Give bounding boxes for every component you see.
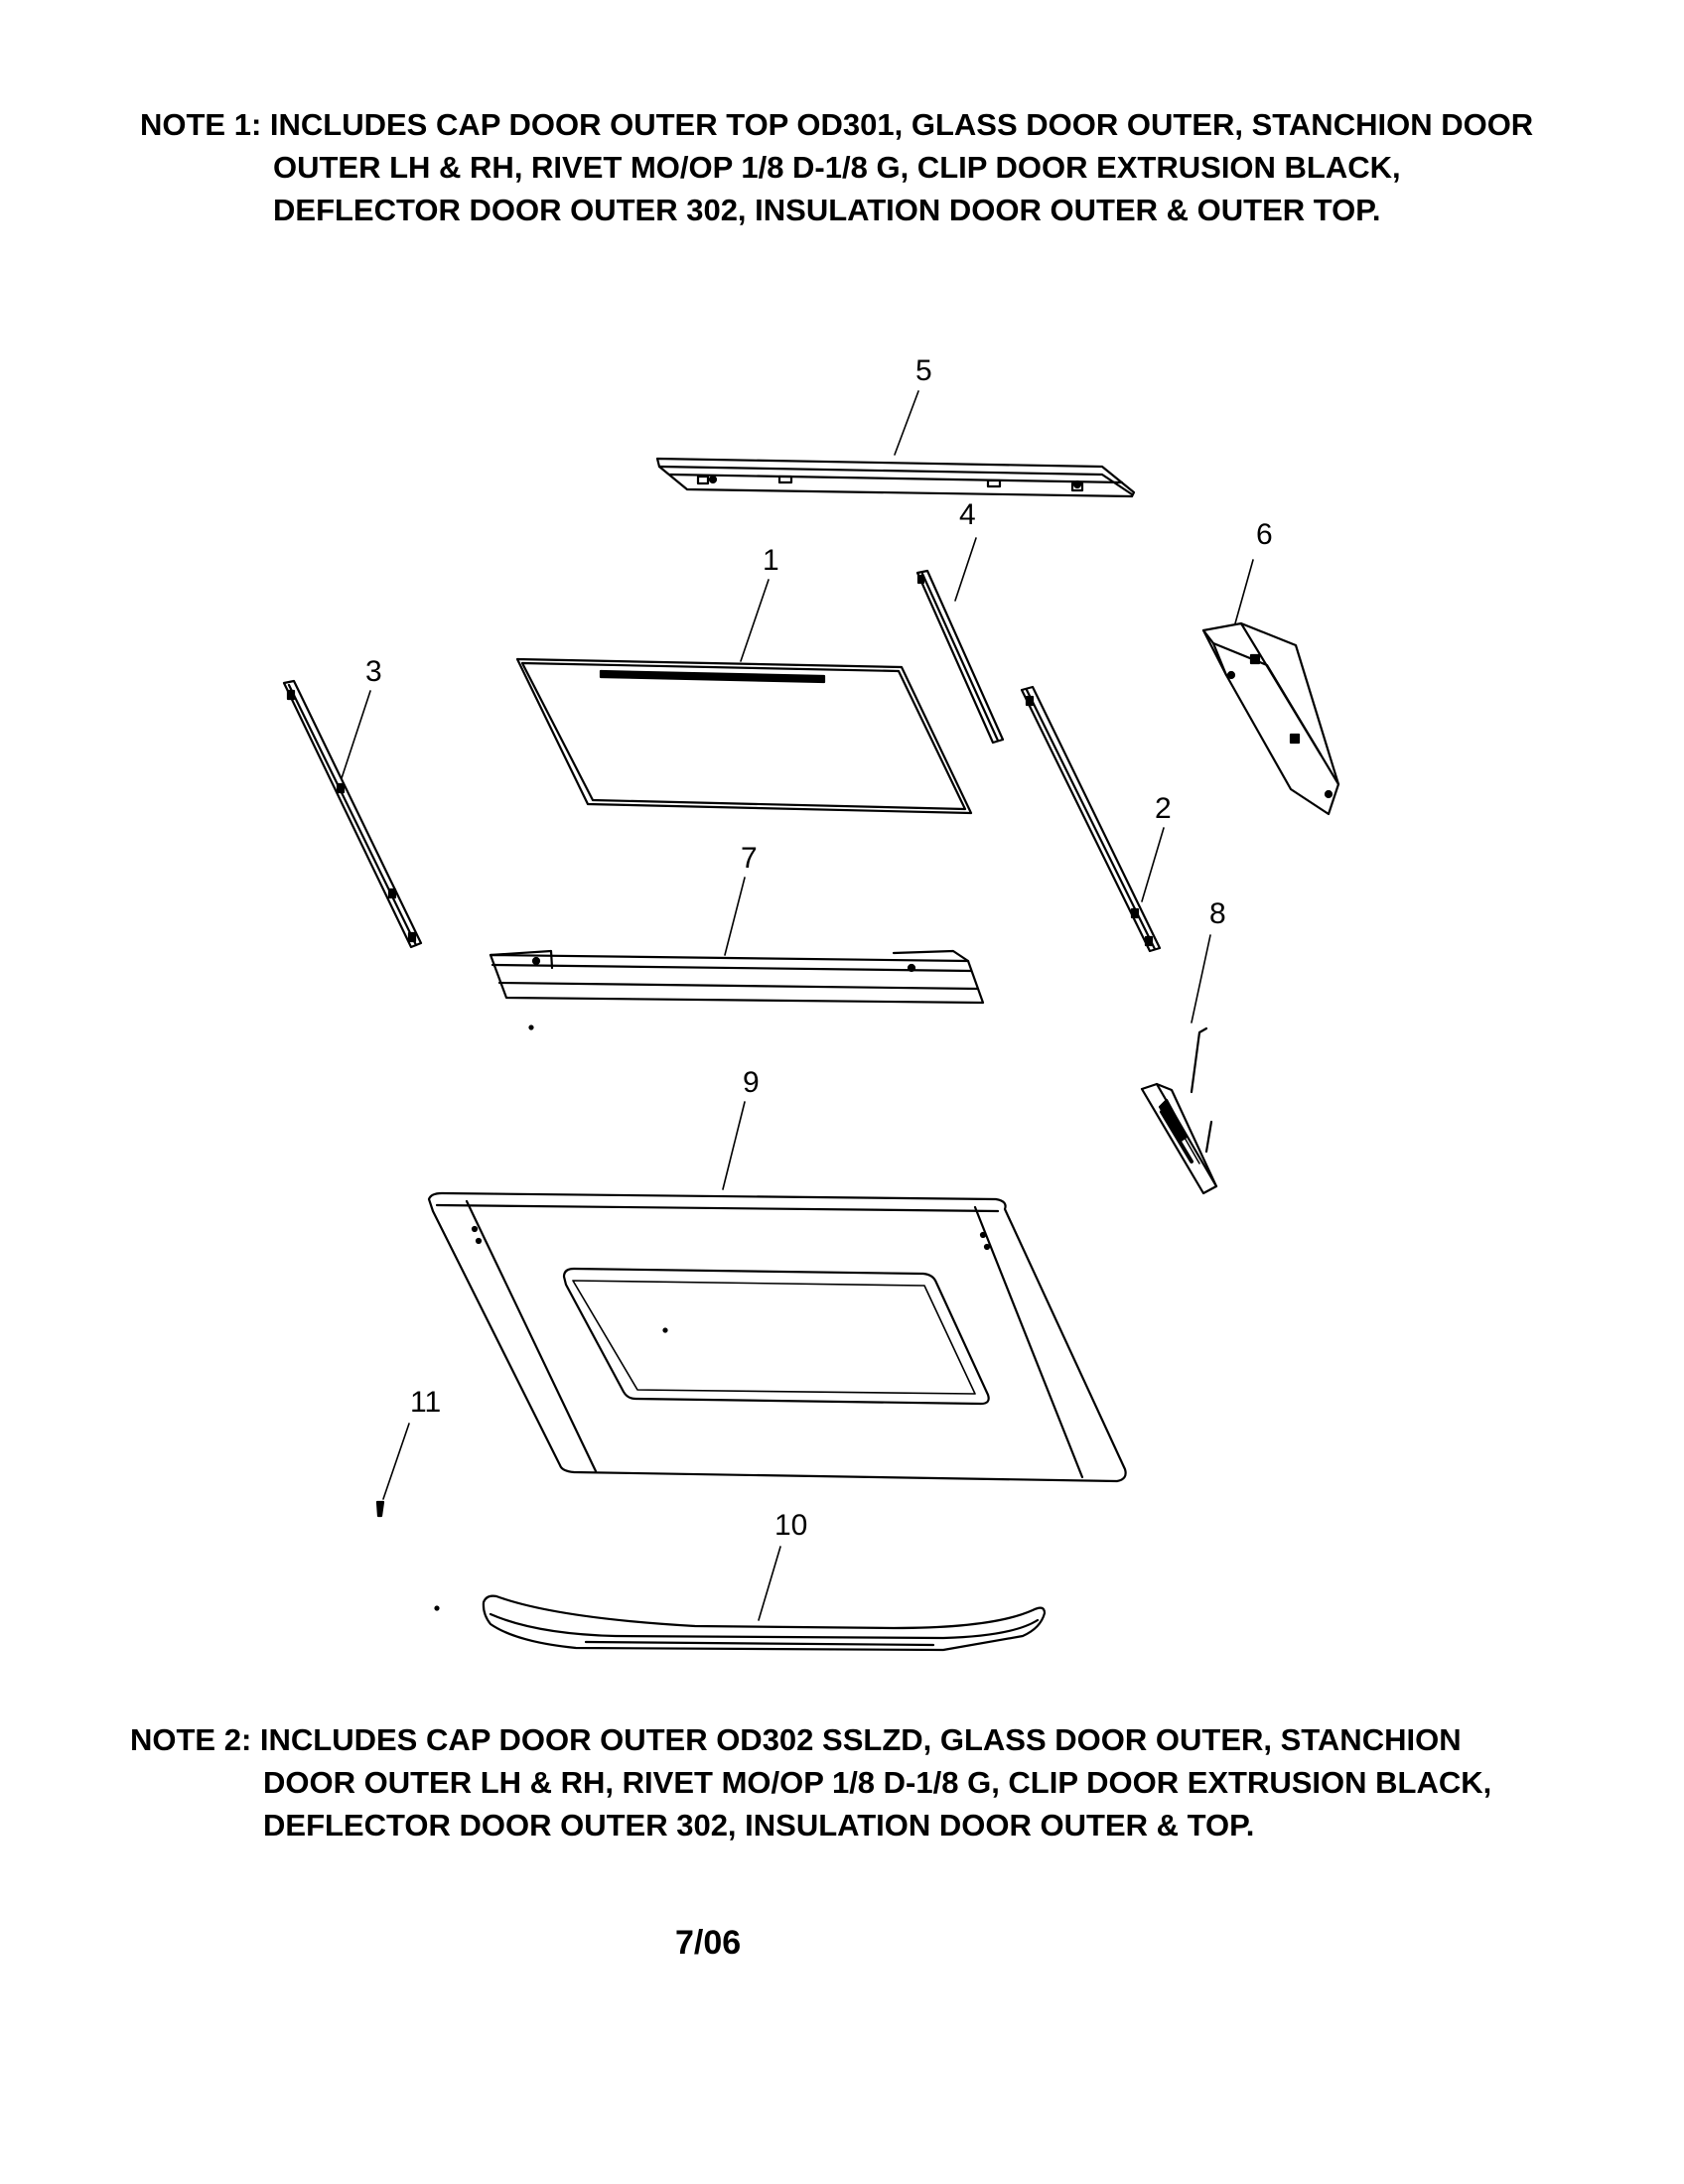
leader-4 (954, 537, 977, 602)
callout-4: 4 (959, 498, 976, 531)
part-11-rivet (375, 1500, 385, 1518)
leader-lines (341, 390, 1254, 1621)
callout-7: 7 (741, 842, 758, 875)
leader-7 (724, 877, 746, 956)
callout-3: 3 (365, 655, 382, 688)
page-number: 7/06 (675, 1924, 742, 1962)
leader-3 (341, 690, 371, 779)
leader-2 (1141, 827, 1165, 902)
part-6-bracket (1201, 621, 1340, 816)
callout-2: 2 (1155, 792, 1172, 825)
part-1-glass-panel (515, 657, 973, 815)
callout-11: 11 (410, 1386, 441, 1419)
callout-10: 10 (774, 1509, 807, 1542)
callout-1: 1 (763, 544, 779, 577)
part-9-outer-door-panel (427, 1191, 1127, 1483)
note-1-line-3: DEFLECTOR DOOR OUTER 302, INSULATION DOO… (273, 193, 1381, 227)
part-3-stanchion-left (282, 679, 423, 949)
note-2-line-2: DOOR OUTER LH & RH, RIVET MO/OP 1/8 D-1/… (263, 1765, 1492, 1800)
leader-5 (894, 390, 919, 456)
leader-8 (1191, 934, 1211, 1024)
callout-8: 8 (1209, 897, 1226, 930)
note-2-line-3: DEFLECTOR DOOR OUTER 302, INSULATION DOO… (263, 1808, 1255, 1843)
leader-9 (722, 1101, 746, 1190)
note-2: NOTE 2: INCLUDES CAP DOOR OUTER OD302 SS… (130, 1718, 1491, 1846)
callout-5: 5 (915, 354, 932, 387)
part-7-deflector-bar (489, 949, 985, 1030)
note-1-line-2: OUTER LH & RH, RIVET MO/OP 1/8 D-1/8 G, … (273, 150, 1401, 185)
part-10-cap-door-bottom (434, 1594, 1047, 1652)
note-1: NOTE 1: INCLUDES CAP DOOR OUTER TOP OD30… (140, 103, 1533, 231)
note-2-line-1: NOTE 2: INCLUDES CAP DOOR OUTER OD302 SS… (130, 1722, 1462, 1757)
leader-10 (758, 1546, 781, 1621)
leader-6 (1234, 559, 1254, 624)
part-8-hinge (1140, 1026, 1218, 1195)
part-5-cap-door-top (655, 457, 1136, 498)
leader-1 (740, 579, 770, 662)
callout-9: 9 (743, 1066, 760, 1099)
leader-11 (382, 1423, 410, 1500)
callout-6: 6 (1256, 518, 1273, 551)
note-1-line-1: NOTE 1: INCLUDES CAP DOOR OUTER TOP OD30… (140, 107, 1534, 142)
part-4-deflector-strip (915, 569, 1005, 745)
part-2-stanchion-right (1020, 685, 1162, 953)
